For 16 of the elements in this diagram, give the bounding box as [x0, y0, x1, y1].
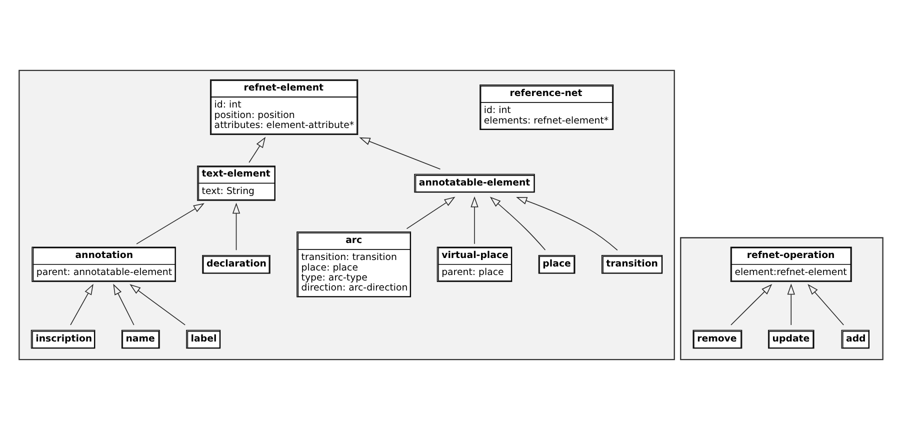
- arrow: [730, 284, 772, 326]
- arrow: [112, 284, 134, 326]
- cluster: [18, 70, 674, 360]
- cluster: [680, 237, 883, 360]
- arrow: [489, 196, 546, 250]
- arrow: [470, 196, 478, 244]
- arrow: [358, 137, 440, 170]
- arrow: [136, 203, 204, 244]
- arrow: [232, 202, 240, 250]
- arrow: [248, 136, 266, 163]
- arrow: [786, 284, 794, 326]
- arrow: [406, 196, 455, 230]
- arrow: [516, 197, 618, 251]
- arrow: [807, 284, 844, 326]
- arrow: [129, 284, 185, 326]
- arrow: [70, 284, 93, 326]
